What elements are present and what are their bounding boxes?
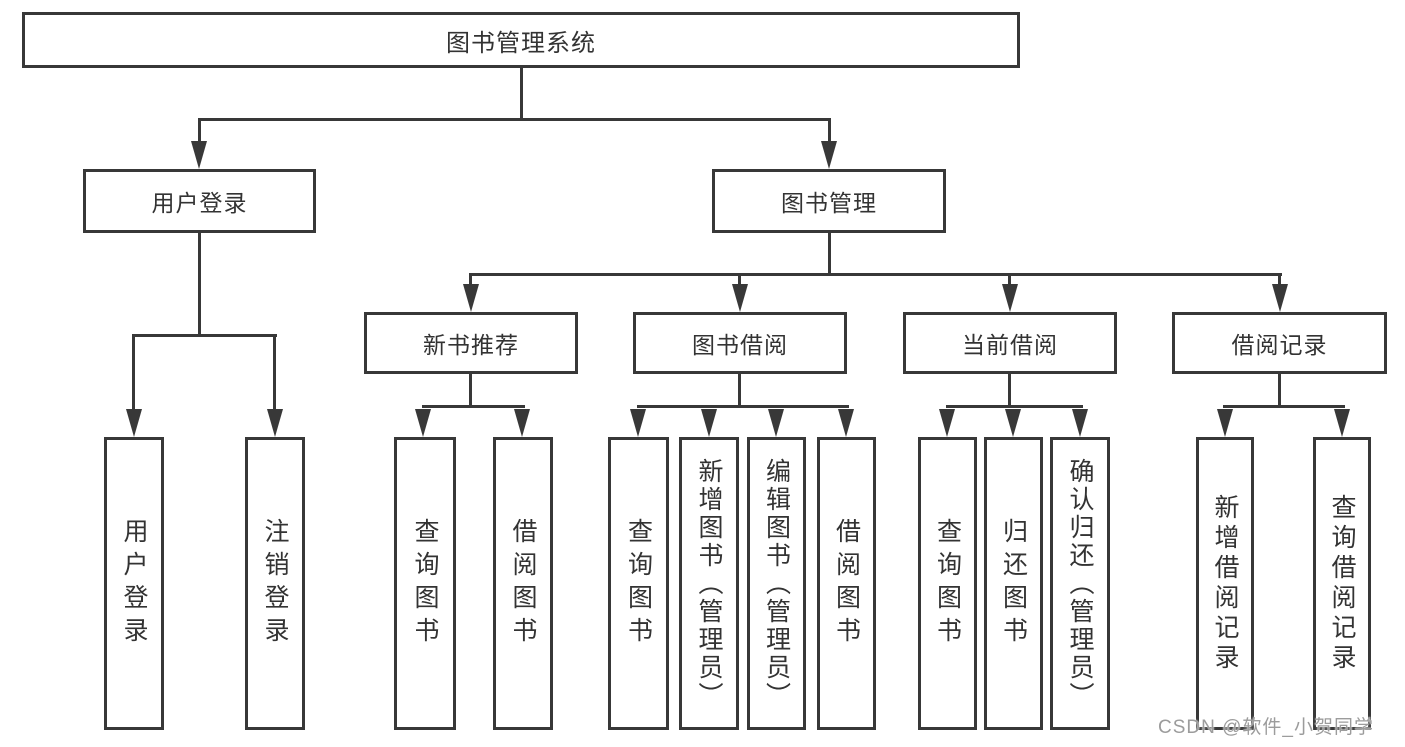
node-book-mgmt: 图书管理	[712, 169, 946, 233]
arrow-down-icon	[1334, 409, 1350, 437]
arrow-down-icon	[768, 409, 784, 437]
arrow-down-icon	[1272, 284, 1288, 312]
connector-line	[946, 405, 1083, 408]
connector-line	[273, 334, 276, 412]
csdn-watermark: CSDN @软件_小贺同学	[1158, 717, 1374, 738]
leaf-newbooks-query: 查询图书	[394, 437, 456, 730]
connector-line	[1278, 374, 1281, 408]
leaf-current-return: 归还图书	[984, 437, 1043, 730]
arrow-down-icon	[191, 141, 207, 169]
connector-line	[738, 273, 741, 287]
connector-line	[198, 232, 201, 337]
leaf-borrow-query: 查询图书	[608, 437, 669, 730]
node-user-login-label: 用户登录	[151, 190, 248, 216]
arrow-down-icon	[415, 409, 431, 437]
leaf-label: 借阅图书	[832, 517, 861, 650]
connector-line	[637, 405, 849, 408]
arrow-down-icon	[267, 409, 283, 437]
connector-line	[132, 334, 135, 412]
arrow-down-icon	[630, 409, 646, 437]
arrow-down-icon	[701, 409, 717, 437]
connector-line	[828, 232, 831, 276]
leaf-records-add: 新增借阅记录	[1196, 437, 1254, 730]
leaf-label: 新增图书（管理员）	[695, 457, 723, 710]
arrow-down-icon	[463, 284, 479, 312]
connector-line	[1278, 273, 1281, 287]
node-new-books: 新书推荐	[364, 312, 578, 374]
connector-line	[738, 374, 741, 408]
leaf-label: 确认归还（管理员）	[1066, 457, 1094, 710]
arrow-down-icon	[1005, 409, 1021, 437]
connector-line	[422, 405, 525, 408]
node-root-label: 图书管理系统	[446, 29, 596, 57]
leaf-label: 编辑图书（管理员）	[762, 457, 791, 710]
leaf-records-query: 查询借阅记录	[1313, 437, 1371, 730]
leaf-borrow-add-admin: 新增图书（管理员）	[679, 437, 739, 730]
arrow-down-icon	[1002, 284, 1018, 312]
leaf-label: 查询借阅记录	[1328, 493, 1356, 674]
connector-line	[198, 118, 831, 121]
leaf-label: 查询图书	[411, 517, 439, 650]
connector-line	[132, 334, 277, 337]
leaf-current-query: 查询图书	[918, 437, 977, 730]
connector-line	[1223, 405, 1345, 408]
leaf-borrow-edit-admin: 编辑图书（管理员）	[747, 437, 806, 730]
node-root-system: 图书管理系统	[22, 12, 1020, 68]
node-current-borrow: 当前借阅	[903, 312, 1117, 374]
arrow-down-icon	[514, 409, 530, 437]
node-book-mgmt-label: 图书管理	[781, 190, 877, 216]
leaf-borrow-borrow: 借阅图书	[817, 437, 876, 730]
leaf-label: 用户登录	[120, 517, 148, 650]
connector-line	[828, 118, 831, 144]
connector-line	[198, 118, 201, 144]
node-book-borrow: 图书借阅	[633, 312, 847, 374]
leaf-newbooks-borrow: 借阅图书	[493, 437, 553, 730]
arrow-down-icon	[838, 409, 854, 437]
arrow-down-icon	[1217, 409, 1233, 437]
arrow-down-icon	[732, 284, 748, 312]
arrow-down-icon	[126, 409, 142, 437]
leaf-label: 查询图书	[933, 517, 962, 650]
connector-line	[1008, 374, 1011, 408]
connector-line	[469, 374, 472, 408]
arrow-down-icon	[821, 141, 837, 169]
connector-line	[520, 66, 523, 120]
leaf-user-login: 用户登录	[104, 437, 164, 730]
node-borrow-records: 借阅记录	[1172, 312, 1387, 374]
connector-line	[469, 273, 472, 287]
leaf-logout: 注销登录	[245, 437, 305, 730]
node-book-borrow-label: 图书借阅	[692, 332, 788, 358]
node-user-login: 用户登录	[83, 169, 316, 233]
leaf-label: 查询图书	[624, 517, 653, 650]
leaf-label: 新增借阅记录	[1211, 493, 1239, 674]
node-new-books-label: 新书推荐	[423, 332, 519, 358]
leaf-current-confirm-admin: 确认归还（管理员）	[1050, 437, 1110, 730]
leaf-label: 借阅图书	[509, 517, 537, 650]
connector-line	[469, 273, 1282, 276]
node-borrow-records-label: 借阅记录	[1231, 332, 1328, 358]
node-current-borrow-label: 当前借阅	[962, 332, 1058, 358]
arrow-down-icon	[1072, 409, 1088, 437]
arrow-down-icon	[939, 409, 955, 437]
leaf-label: 归还图书	[999, 517, 1028, 650]
leaf-label: 注销登录	[261, 517, 289, 650]
connector-line	[1008, 273, 1011, 287]
